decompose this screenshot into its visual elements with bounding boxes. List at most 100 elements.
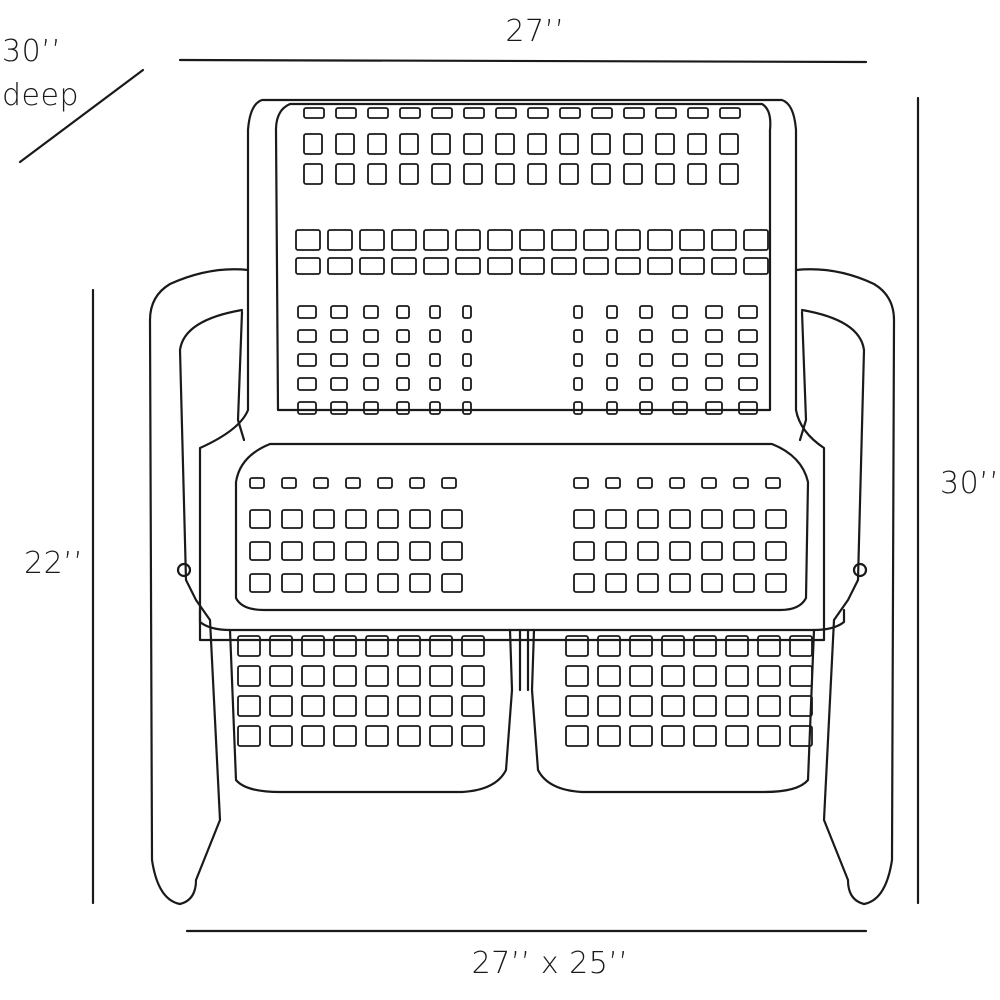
seat-front-rail bbox=[198, 608, 846, 632]
weave-cell bbox=[409, 541, 431, 561]
weave-cell bbox=[765, 541, 787, 561]
weave-cell bbox=[429, 665, 453, 687]
weave-cell bbox=[765, 573, 787, 593]
weave-cell bbox=[637, 541, 659, 561]
weave-cell bbox=[559, 163, 579, 185]
weave-cell bbox=[573, 541, 595, 561]
weave-cell bbox=[551, 257, 577, 275]
weave-cell bbox=[335, 133, 355, 155]
weave-cell bbox=[639, 377, 653, 391]
backrest-inner-panel bbox=[274, 102, 772, 412]
weave-cell bbox=[637, 509, 659, 529]
weave-cell bbox=[269, 695, 293, 717]
weave-cell bbox=[573, 305, 583, 319]
weave-cell bbox=[391, 229, 417, 251]
weave-cell bbox=[679, 257, 705, 275]
weave-cell bbox=[281, 477, 297, 489]
weave-cell bbox=[705, 377, 723, 391]
weave-cell bbox=[591, 133, 611, 155]
weave-cell bbox=[693, 695, 717, 717]
weave-cell bbox=[527, 133, 547, 155]
footprint-label: 27’’ x 25’’ bbox=[471, 946, 629, 981]
weave-cell bbox=[281, 573, 303, 593]
weave-cell bbox=[409, 477, 425, 489]
seat-height-label: 22’’ bbox=[24, 546, 84, 581]
weave-cell bbox=[396, 377, 410, 391]
weave-cell bbox=[487, 257, 513, 275]
weave-cell bbox=[551, 229, 577, 251]
weave-cell bbox=[789, 725, 813, 747]
weave-cell bbox=[495, 107, 517, 119]
weave-cell bbox=[377, 509, 399, 529]
weave-cell bbox=[249, 477, 265, 489]
weave-cell bbox=[399, 107, 421, 119]
weave-cell bbox=[301, 725, 325, 747]
weave-cell bbox=[297, 305, 317, 319]
weave-cell bbox=[365, 635, 389, 657]
weave-cell bbox=[565, 695, 589, 717]
weave-cell bbox=[757, 725, 781, 747]
weave-cell bbox=[738, 401, 758, 415]
weave-cell bbox=[367, 163, 387, 185]
weave-cell bbox=[597, 635, 621, 657]
weave-cell bbox=[765, 509, 787, 529]
weave-cell bbox=[461, 635, 485, 657]
weave-cell bbox=[629, 725, 653, 747]
weave-cell bbox=[733, 541, 755, 561]
weave-cell bbox=[367, 133, 387, 155]
weave-cell bbox=[423, 257, 449, 275]
weave-cell bbox=[605, 477, 621, 489]
weave-cell bbox=[701, 509, 723, 529]
weave-cell bbox=[237, 725, 261, 747]
weave-cell bbox=[606, 377, 618, 391]
weave-cell bbox=[333, 665, 357, 687]
weave-cell bbox=[647, 229, 673, 251]
weave-cell bbox=[237, 695, 261, 717]
weave-cell bbox=[701, 541, 723, 561]
weave-cell bbox=[429, 635, 453, 657]
weave-cell bbox=[573, 377, 583, 391]
weave-cell bbox=[738, 329, 758, 343]
weave-cell bbox=[725, 695, 749, 717]
weave-cell bbox=[345, 477, 361, 489]
left-arm-inner bbox=[236, 310, 246, 442]
weave-cell bbox=[327, 257, 353, 275]
weave-cell bbox=[397, 635, 421, 657]
width-dimension-line bbox=[178, 58, 868, 64]
weave-cell bbox=[462, 305, 472, 319]
weave-cell bbox=[303, 107, 325, 119]
weave-cell bbox=[281, 541, 303, 561]
weave-cell bbox=[606, 353, 618, 367]
weave-cell bbox=[409, 573, 431, 593]
weave-cell bbox=[639, 401, 653, 415]
weave-cell bbox=[789, 635, 813, 657]
weave-cell bbox=[330, 305, 348, 319]
weave-cell bbox=[719, 163, 739, 185]
weave-cell bbox=[363, 401, 379, 415]
weave-cell bbox=[363, 329, 379, 343]
weave-cell bbox=[757, 665, 781, 687]
weave-cell bbox=[441, 573, 463, 593]
weave-cell bbox=[295, 257, 321, 275]
weave-cell bbox=[423, 229, 449, 251]
weave-cell bbox=[409, 509, 431, 529]
weave-cell bbox=[623, 133, 643, 155]
base-right-panel bbox=[530, 628, 816, 794]
weave-cell bbox=[606, 401, 618, 415]
right-arm-inner bbox=[798, 310, 808, 442]
weave-cell bbox=[297, 401, 317, 415]
weave-cell bbox=[519, 229, 545, 251]
weave-cell bbox=[639, 353, 653, 367]
weave-cell bbox=[327, 229, 353, 251]
base-weave bbox=[237, 635, 813, 747]
weave-cell bbox=[672, 401, 688, 415]
base-left-panel bbox=[228, 628, 514, 794]
weave-cell bbox=[647, 257, 673, 275]
weave-cell bbox=[396, 305, 410, 319]
weave-cell bbox=[269, 665, 293, 687]
weave-cell bbox=[429, 377, 441, 391]
weave-cell bbox=[605, 509, 627, 529]
weave-cell bbox=[701, 477, 717, 489]
weave-cell bbox=[687, 133, 707, 155]
